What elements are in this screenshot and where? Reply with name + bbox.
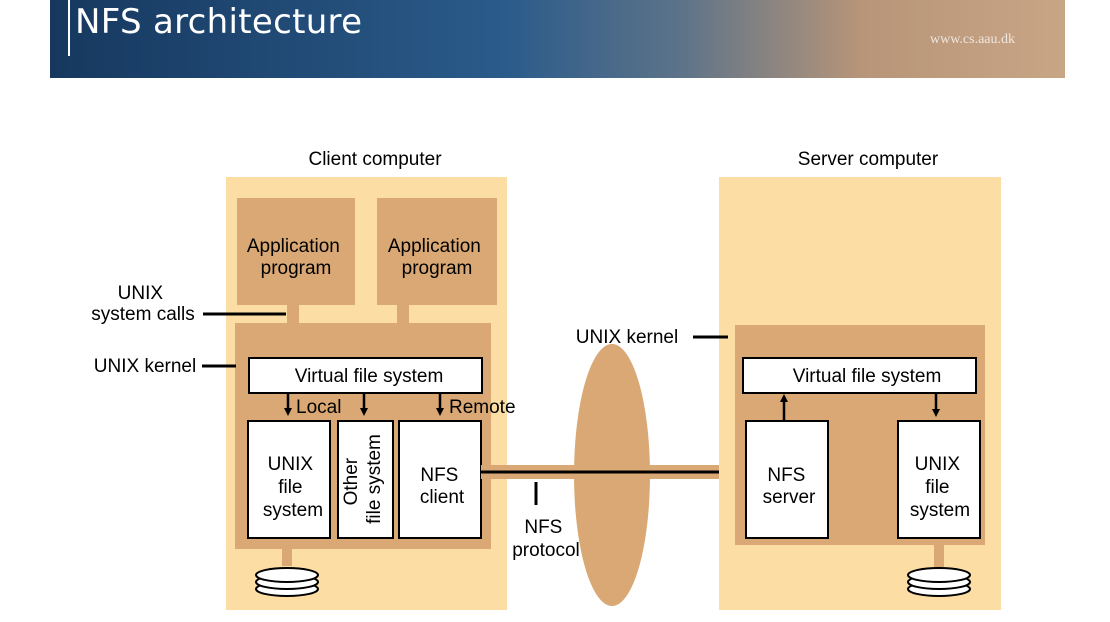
nfs-protocol-label: NFS protocol <box>512 517 580 561</box>
server-virtual-file-system <box>742 357 977 394</box>
client-unix-kernel-label: UNIX kernel <box>94 356 196 377</box>
remote-label: Remote <box>449 397 516 418</box>
client-application-program-1-label: Application program <box>247 236 345 279</box>
client-unix-file-system <box>247 420 331 539</box>
client-application-program-1 <box>237 198 355 305</box>
client-disk-connector <box>282 549 292 566</box>
client-virtual-file-system <box>248 357 483 394</box>
client-unix-file-system-label: UNIX file system <box>263 454 323 521</box>
header-banner: NFS architecture www.cs.aau.dk <box>50 0 1065 78</box>
page-title: NFS architecture <box>75 2 363 42</box>
client-other-file-system <box>337 420 394 539</box>
banner-url: www.cs.aau.dk <box>929 32 1015 47</box>
client-app2-connector <box>397 305 409 323</box>
client-app1-connector <box>287 305 299 323</box>
server-unix-kernel-label: UNIX kernel <box>576 327 678 348</box>
nfs-server-box <box>745 420 829 539</box>
local-label: Local <box>296 397 341 418</box>
client-disk-icon <box>255 567 319 597</box>
client-application-program-2-label: Application program <box>388 236 486 279</box>
nfs-server-label: NFS server <box>763 465 816 508</box>
client-other-file-system-label: Other file system <box>341 434 385 524</box>
server-vfs-label: Virtual file system <box>793 366 942 387</box>
unix-system-calls-label: UNIX system calls <box>91 283 194 325</box>
server-unix-file-system-label: UNIX file system <box>910 454 970 521</box>
client-vfs-label: Virtual file system <box>295 366 444 387</box>
client-computer-title: Client computer <box>308 149 442 170</box>
server-disk-connector <box>934 545 944 567</box>
client-application-program-2 <box>377 198 497 305</box>
nfs-client-box <box>398 420 482 539</box>
server-computer-title: Server computer <box>798 149 939 170</box>
nfs-client-label: NFS client <box>420 465 465 508</box>
server-unix-file-system <box>897 420 981 539</box>
server-disk-icon <box>907 567 971 597</box>
banner-accent-line <box>68 0 70 56</box>
